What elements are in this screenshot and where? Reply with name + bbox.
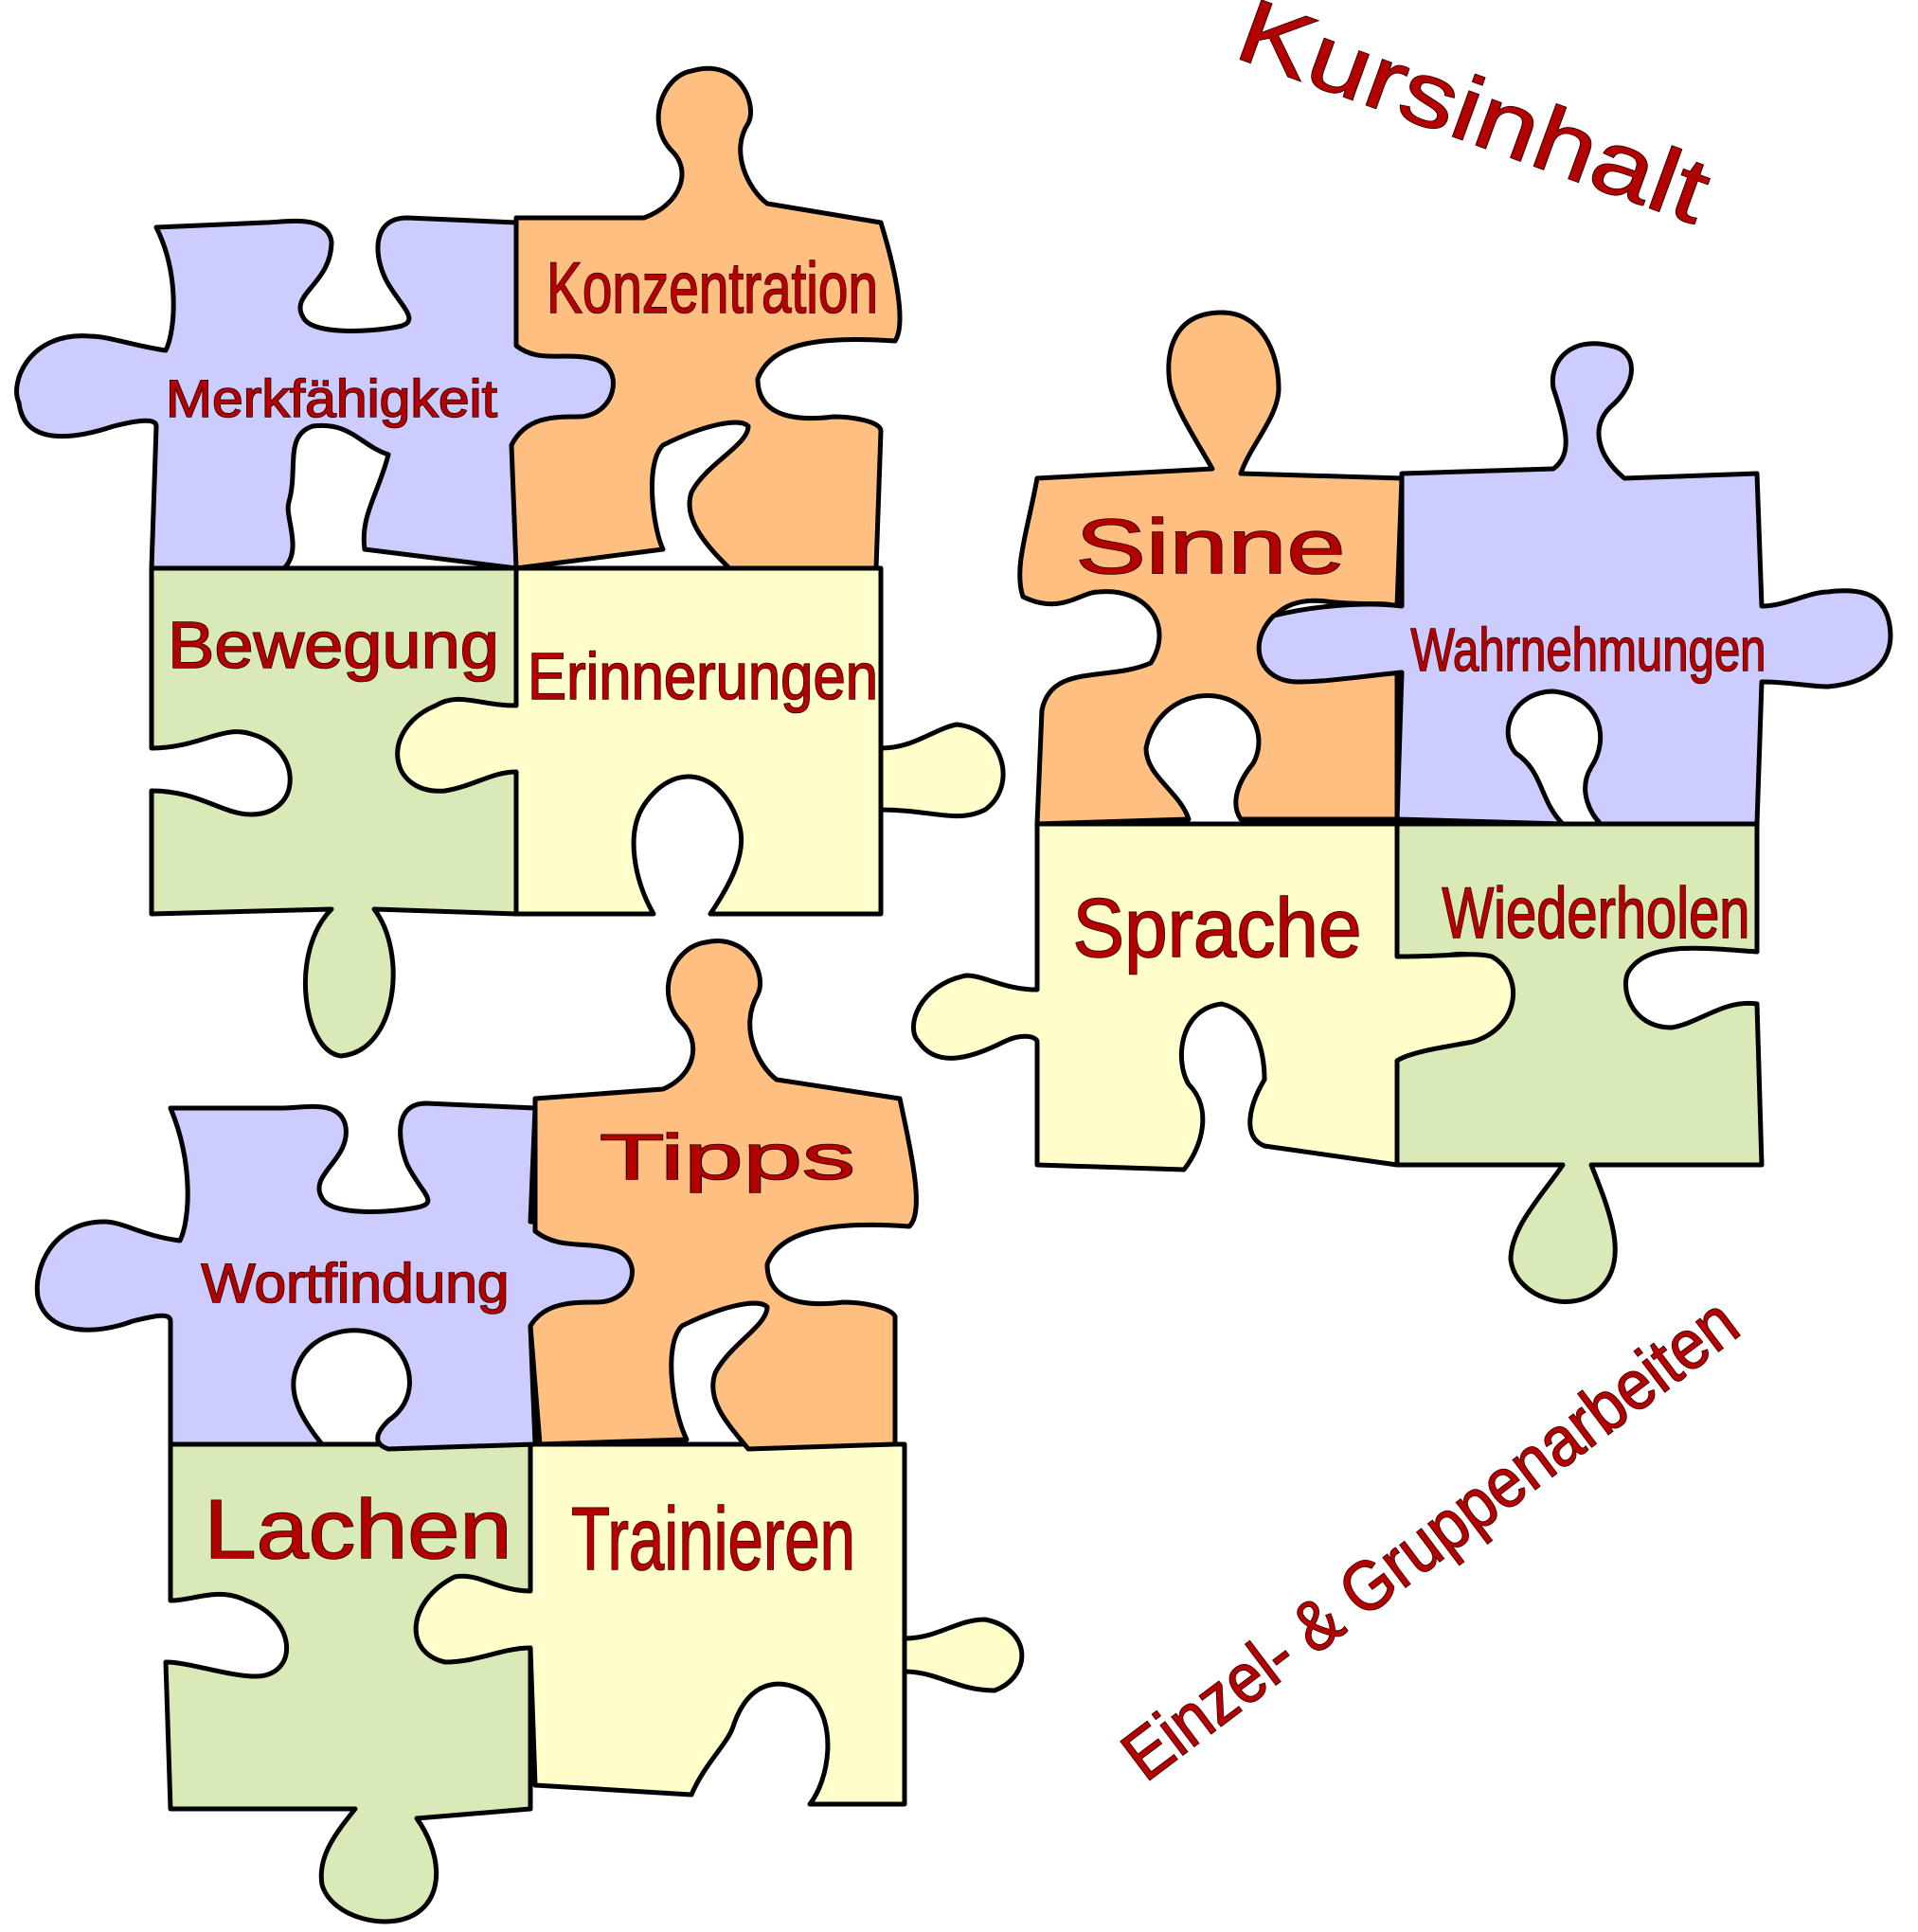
piece-trainieren <box>413 1441 1025 1807</box>
label-merkfahigkeit: Merkfähigkeit <box>166 368 497 428</box>
label-erinnerungen: Erinnerungen <box>528 639 878 713</box>
label-wiederholen: Wiederholen <box>1443 873 1750 954</box>
piece-konzentration <box>509 65 903 571</box>
piece-wortfindung <box>34 1100 667 1452</box>
piece-sprache <box>911 821 1515 1172</box>
piece-lachen <box>163 1441 533 1924</box>
label-bewegung: Bewegung <box>168 608 499 682</box>
label-trainieren: Trainieren <box>571 1489 855 1588</box>
piece-bewegung <box>149 565 519 1059</box>
page-title: Kursinhalt <box>1225 0 1722 243</box>
label-sinne: Sinne <box>1076 504 1346 590</box>
label-konzentration: Konzentration <box>547 248 878 329</box>
piece-erinnerungen <box>395 565 1006 917</box>
cluster-bottom-left <box>34 939 1025 1924</box>
label-lachen: Lachen <box>205 1482 512 1576</box>
piece-wahrnehmungen <box>1256 341 1893 827</box>
label-wortfindung: Wortfindung <box>202 1253 510 1315</box>
label-wahrnehmungen: Wahrnehmungen <box>1411 616 1766 684</box>
label-sprache: Sprache <box>1073 881 1362 975</box>
cluster-right <box>911 310 1893 1304</box>
label-tipps: Tipps <box>600 1121 855 1193</box>
piece-merkfahigkeit <box>14 215 648 571</box>
cluster-top-left <box>14 65 1006 1059</box>
piece-sinne <box>1017 310 1405 827</box>
piece-tipps <box>528 939 919 1452</box>
page-subtitle: Einzel- & Gruppenarbeiten <box>1107 1282 1752 1796</box>
